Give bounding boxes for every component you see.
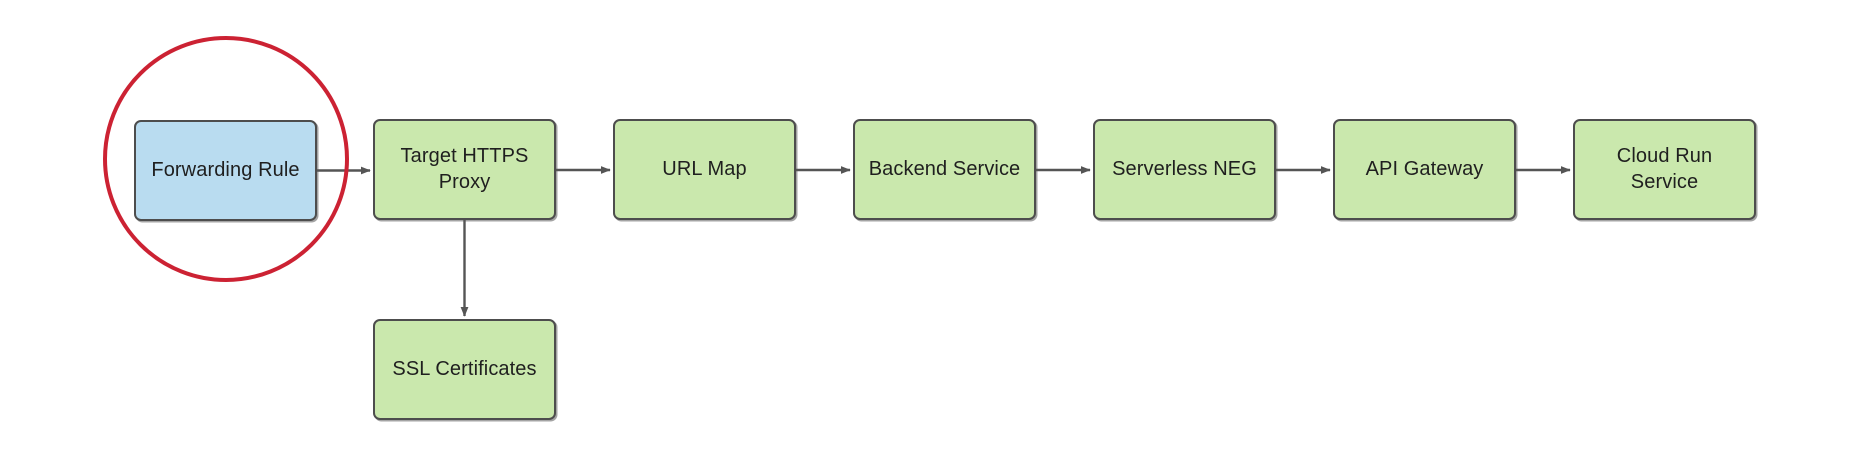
node-ssl-certificates[interactable]: SSL Certificates (373, 319, 556, 420)
node-url-map[interactable]: URL Map (613, 119, 796, 220)
node-api-gateway[interactable]: API Gateway (1333, 119, 1516, 220)
node-serverless-neg-label: Serverless NEG (1112, 157, 1257, 180)
node-api-gateway-label: API Gateway (1365, 157, 1484, 180)
node-cloud-run-service[interactable]: Cloud Run Service (1573, 119, 1756, 220)
node-forwarding-rule-label: Forwarding Rule (151, 158, 300, 181)
node-target-https-proxy[interactable]: Target HTTPS Proxy (373, 119, 556, 220)
node-backend-service-label: Backend Service (868, 157, 1021, 180)
highlight-circle (103, 36, 349, 282)
node-ssl-certificates-label: SSL Certificates (392, 357, 537, 380)
node-cloud-run-service-label: Cloud Run Service (1616, 145, 1713, 193)
node-forwarding-rule[interactable]: Forwarding Rule (134, 120, 317, 221)
node-target-https-proxy-label: Target HTTPS Proxy (400, 145, 529, 193)
node-serverless-neg[interactable]: Serverless NEG (1093, 119, 1276, 220)
node-backend-service[interactable]: Backend Service (853, 119, 1036, 220)
node-url-map-label: URL Map (662, 157, 747, 180)
